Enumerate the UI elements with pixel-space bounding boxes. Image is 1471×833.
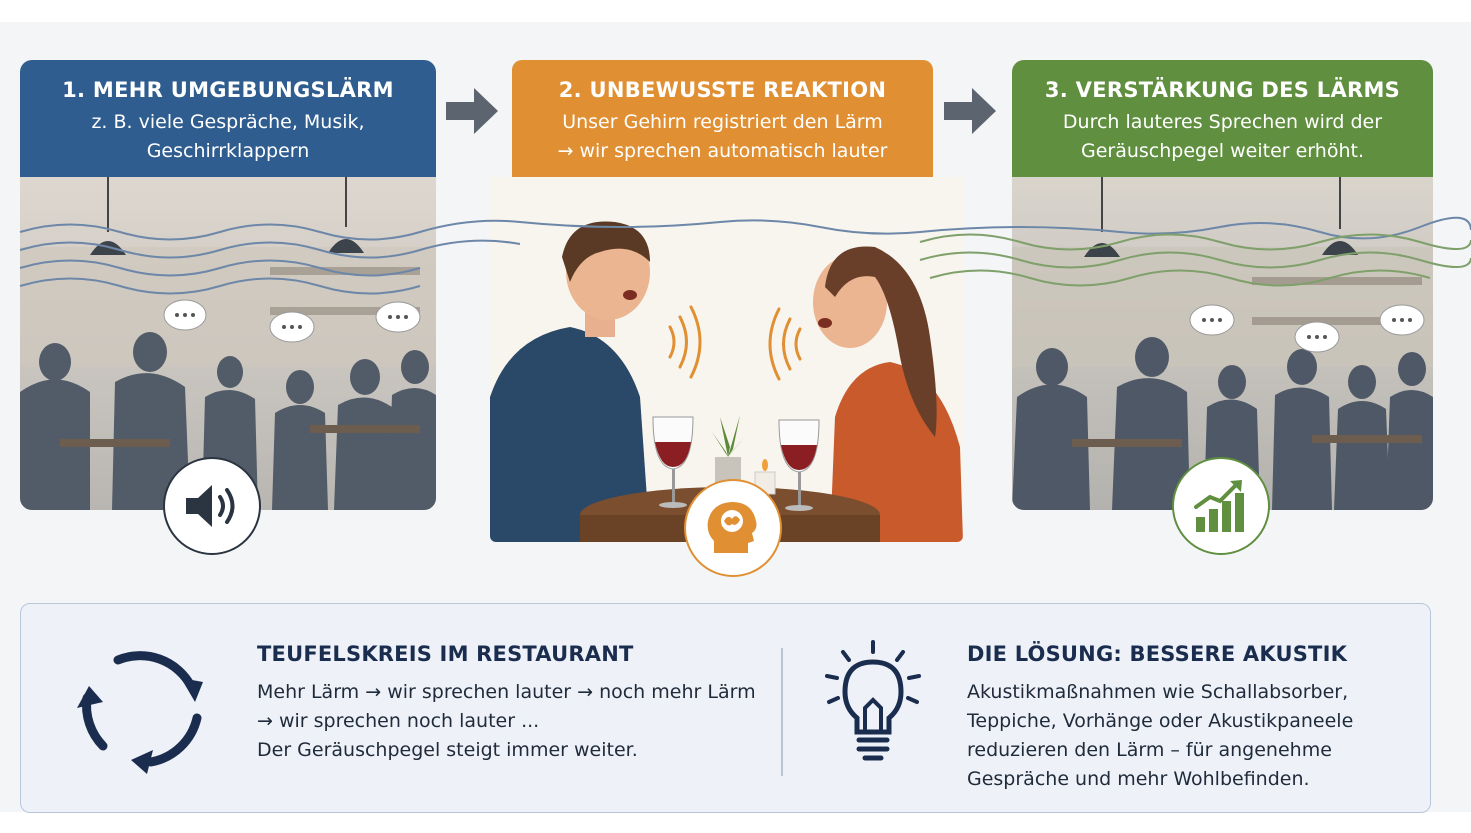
step-desc-2-line2: → wir sprechen automatisch lauter: [557, 140, 888, 162]
step-desc-3-line2: Geräuschpegel weiter erhöht.: [1081, 140, 1364, 162]
step-desc-3-line1: Durch lauteres Sprechen wird der: [1062, 111, 1383, 133]
cycle-line-3: Der Geräuschpegel steigt immer weiter.: [257, 739, 638, 761]
lightbulb-icon: [825, 640, 921, 761]
flow-arrow-icon-2: [944, 88, 996, 134]
infographic-canvas: 1. MEHR UMGEBUNGSLÄRM z. B. viele Gesprä…: [0, 22, 1471, 813]
step-header-1: 1. MEHR UMGEBUNGSLÄRM z. B. viele Gesprä…: [20, 60, 436, 177]
cycle-line-1: Mehr Lärm → wir sprechen lauter → noch m…: [257, 681, 756, 703]
flow-arrow-icon-1: [446, 88, 498, 134]
step-panel-1: 1. MEHR UMGEBUNGSLÄRM z. B. viele Gesprä…: [20, 60, 436, 510]
step-desc-1-line1: z. B. viele Gespräche, Musik,: [91, 111, 365, 133]
solution-line-4: Gespräche und mehr Wohlbefinden.: [967, 768, 1310, 790]
step-title-2: 2. UNBEWUSSTE REAKTION: [558, 78, 887, 102]
step-title-3: 3. VERSTÄRKUNG DES LÄRMS: [1044, 78, 1401, 102]
step-desc-2-line1: Unser Gehirn registriert den Lärm: [562, 111, 883, 133]
solution-line-2: Teppiche, Vorhänge oder Akustikpaneele: [967, 710, 1354, 732]
solution-line-3: reduzieren den Lärm – für angenehme: [967, 739, 1332, 761]
cycle-line-2: → wir sprechen noch lauter ...: [257, 710, 540, 732]
step-panel-2: 2. UNBEWUSSTE REAKTION Unser Gehirn regi…: [490, 60, 963, 542]
step-header-3: 3. VERSTÄRKUNG DES LÄRMS Durch lauteres …: [1012, 60, 1433, 177]
step-panel-3: 3. VERSTÄRKUNG DES LÄRMS Durch lauteres …: [1012, 60, 1433, 510]
step-header-2: 2. UNBEWUSSTE REAKTION Unser Gehirn regi…: [512, 60, 933, 177]
speaker-icon: [163, 457, 261, 555]
summary-box: TEUFELSKREIS IM RESTAURANT Mehr Lärm → w…: [20, 603, 1431, 813]
brain-head-icon: [684, 479, 782, 577]
cycle-title: TEUFELSKREIS IM RESTAURANT: [257, 642, 634, 666]
solution-line-1: Akustikmaßnahmen wie Schallabsorber,: [967, 681, 1349, 703]
step-title-1: 1. MEHR UMGEBUNGSLÄRM: [62, 78, 394, 102]
summary-divider: [781, 648, 783, 776]
solution-title: DIE LÖSUNG: BESSERE AKUSTIK: [967, 642, 1348, 666]
cycle-arrows-icon: [77, 651, 203, 774]
step-desc-1-line2: Geschirrklappern: [146, 140, 310, 162]
rising-bars-icon: [1172, 457, 1270, 555]
